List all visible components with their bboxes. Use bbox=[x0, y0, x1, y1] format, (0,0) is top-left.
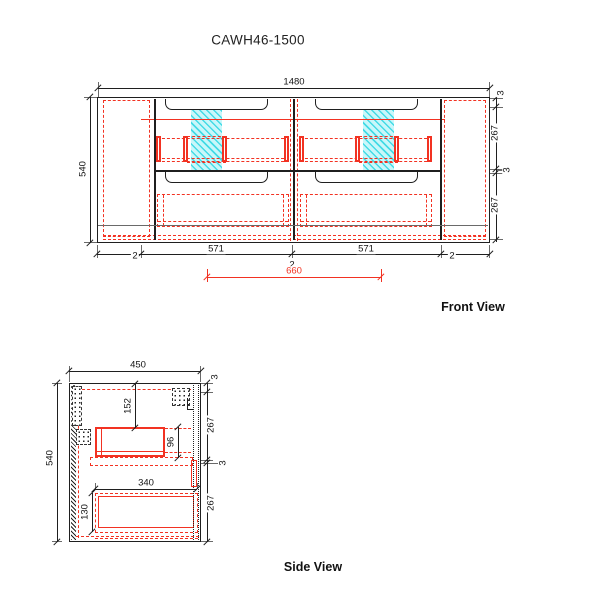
wall-mount-rail bbox=[72, 386, 82, 426]
side-top-panel-line bbox=[77, 389, 191, 390]
top-drawer-rail bbox=[300, 161, 432, 162]
front-right-side-panel bbox=[444, 100, 486, 237]
bracket-cutout-left bbox=[187, 136, 226, 163]
mounting-bracket bbox=[76, 429, 91, 445]
dim-label-overall-height: 540 bbox=[77, 159, 89, 179]
leader-line bbox=[497, 170, 505, 171]
dim-line-overall-height bbox=[90, 97, 91, 243]
drawer-runner-band bbox=[95, 538, 198, 539]
front-left-wall bbox=[154, 99, 156, 240]
dim-line-overall-height bbox=[57, 383, 58, 542]
dim-label-mid-gap: 3 bbox=[501, 165, 513, 175]
rail-bracket bbox=[299, 136, 304, 162]
dim-line-center-span bbox=[207, 277, 381, 278]
rail-bracket bbox=[222, 136, 227, 162]
dim-label-overall-height: 540 bbox=[44, 448, 56, 468]
dim-label-top-gap: 3 bbox=[209, 372, 221, 382]
dim-label-overall-depth: 450 bbox=[128, 359, 148, 371]
kick-line bbox=[98, 225, 488, 226]
dim-label-mid-gap: 3 bbox=[217, 458, 229, 468]
drawing-title: CAWH46-1500 bbox=[211, 32, 305, 48]
rail-bracket bbox=[284, 136, 289, 162]
dim-label-edge-gap: 2 bbox=[447, 250, 457, 262]
front-rail-notch bbox=[187, 398, 188, 410]
front-center-divider bbox=[292, 99, 295, 240]
dim-tick bbox=[486, 250, 494, 258]
dim-tick bbox=[53, 538, 61, 546]
dim-label-upper-section: 267 bbox=[205, 415, 217, 435]
dim-tick bbox=[492, 236, 500, 244]
dim-tick bbox=[486, 84, 494, 92]
side-front-edge bbox=[193, 385, 199, 540]
drawer-gap-line bbox=[155, 170, 440, 172]
ext-line bbox=[98, 82, 99, 97]
drawer-box-bottom bbox=[301, 221, 431, 222]
rail-bracket bbox=[427, 136, 432, 162]
bottom-drawer-box-left bbox=[157, 194, 289, 227]
handle-notch bbox=[165, 171, 268, 183]
front-rail-notch bbox=[187, 409, 194, 410]
front-cabinet-outline bbox=[97, 97, 490, 243]
dim-label-top-drawer-height: 96 bbox=[165, 435, 177, 449]
dim-line-bottom-chain bbox=[97, 254, 490, 255]
dim-line-overall-width bbox=[98, 88, 490, 89]
bottom-drawer-box-right bbox=[300, 194, 432, 227]
front-left-side-panel bbox=[103, 100, 150, 237]
front-bottom-panel-line bbox=[103, 235, 486, 236]
dim-label-top-drawer-front: 267 bbox=[489, 123, 501, 143]
drawer-box-side bbox=[163, 195, 164, 226]
handle-notch bbox=[315, 171, 418, 183]
side-view-label: Side View bbox=[283, 560, 343, 574]
dim-line-top-offset bbox=[135, 384, 136, 428]
dim-label-lower-section: 267 bbox=[205, 493, 217, 513]
dim-label-top-gap: 3 bbox=[495, 88, 507, 98]
rail-bracket bbox=[156, 136, 161, 162]
ext-line bbox=[489, 245, 490, 258]
dim-label-edge-gap: 2 bbox=[130, 250, 140, 262]
front-bottom-panel-line bbox=[103, 239, 486, 240]
top-drawer-rail bbox=[300, 158, 432, 159]
handle-notch bbox=[315, 99, 418, 110]
rail-bracket bbox=[394, 136, 399, 162]
dim-label-bottom-drawer-front: 267 bbox=[489, 195, 501, 215]
dim-label-center-span: 660 bbox=[284, 265, 304, 277]
dim-label-bottom-drawer-height: 130 bbox=[79, 502, 91, 522]
ext-line bbox=[200, 366, 201, 382]
top-drawer-rail bbox=[300, 138, 432, 139]
dim-label-top-offset: 152 bbox=[122, 396, 134, 416]
dim-line-top-drawer-height bbox=[178, 427, 179, 458]
dim-label-overall-width: 1480 bbox=[281, 76, 307, 88]
dim-label-bottom-drawer-depth: 340 bbox=[136, 477, 156, 489]
dim-tick bbox=[86, 239, 94, 247]
side-mid-rail bbox=[191, 460, 197, 487]
front-view-label: Front View bbox=[441, 300, 505, 314]
dim-tick bbox=[197, 367, 205, 375]
drawer-bottom-line bbox=[96, 451, 164, 453]
dim-line-right-chain bbox=[496, 97, 497, 242]
side-back-panel-face bbox=[78, 386, 79, 538]
dim-tick bbox=[203, 538, 211, 546]
dim-line-overall-depth bbox=[69, 371, 201, 372]
leader-line bbox=[208, 463, 218, 464]
side-bottom-drawer-outer bbox=[95, 493, 198, 533]
dim-label-drawer-width: 571 bbox=[356, 243, 376, 255]
dim-label-drawer-width: 571 bbox=[206, 243, 226, 255]
side-back-panel bbox=[71, 385, 76, 540]
drawer-box-bottom bbox=[158, 221, 288, 222]
handle-notch bbox=[165, 99, 268, 110]
drawer-box-side bbox=[426, 195, 427, 226]
drawer-box-side bbox=[283, 195, 284, 226]
mounting-bracket bbox=[172, 388, 190, 406]
drawer-box-side bbox=[306, 195, 307, 226]
dim-line-bottom-drawer-height bbox=[92, 493, 93, 532]
dim-line-bottom-drawer-depth bbox=[95, 489, 197, 490]
dim-label-center-gap: 2 bbox=[287, 259, 297, 271]
drawer-runner-band bbox=[90, 457, 193, 466]
bracket-cutout-right bbox=[359, 136, 398, 163]
front-right-wall bbox=[440, 99, 442, 240]
drawer-back-line bbox=[101, 428, 103, 456]
side-bottom-panel-line bbox=[71, 536, 199, 537]
ext-line bbox=[69, 366, 70, 382]
